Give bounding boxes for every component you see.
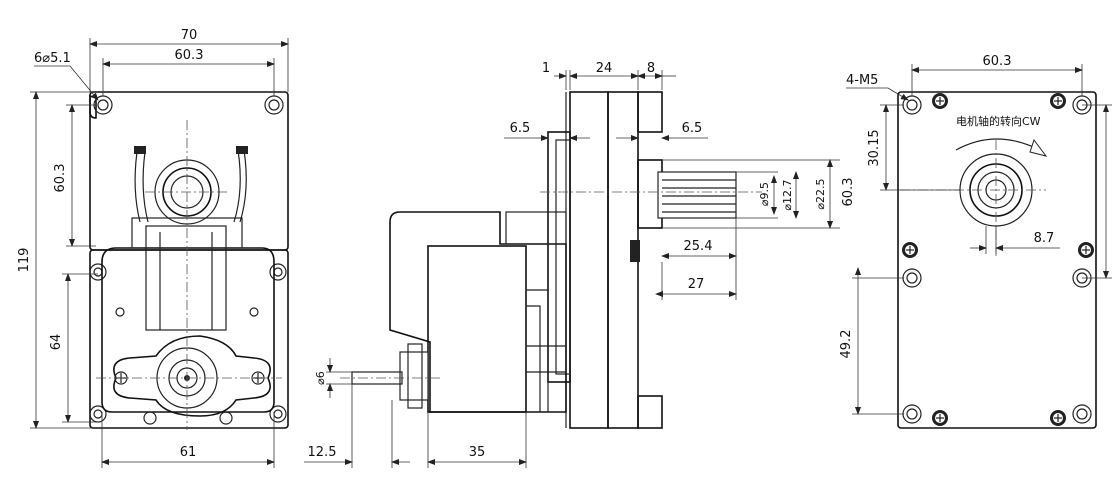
dim-front-lower: 64	[49, 334, 64, 351]
side-motor-stator	[427, 245, 527, 413]
dim-front-width: 70	[181, 28, 198, 43]
dim-rear-vertical: 60.3	[841, 178, 856, 207]
side-motor-bearing	[399, 351, 429, 401]
rotation-note: 电机轴的转向CW	[956, 114, 1041, 128]
front-corner-holes	[89, 95, 287, 423]
side-output-shaft	[657, 171, 737, 219]
front-coil-body	[145, 225, 227, 331]
dim-side-left-offset: 6.5	[510, 121, 531, 136]
dim-front-upper: 60.3	[53, 164, 68, 193]
side-view: 1 24 8 6.5 6.5 ⌀9.5 ⌀12.7 ⌀22.5 25.4 27	[304, 61, 840, 468]
dim-rear-top: 60.3	[983, 54, 1012, 69]
dim-front-height: 119	[17, 248, 32, 273]
side-motor-shaft	[351, 371, 403, 385]
dim-front-bottom: 61	[180, 445, 197, 460]
dim-shaft-d9-5: ⌀9.5	[758, 182, 771, 206]
front-motor-frame	[101, 247, 275, 413]
dim-side-right-offset: 6.5	[682, 121, 703, 136]
rear-screws	[902, 93, 1094, 426]
dim-shaft-length-27: 27	[688, 277, 705, 292]
front-lead-wire-left	[134, 151, 141, 223]
dim-shaft-d12-7: ⌀12.7	[781, 179, 794, 210]
dim-side-flange: 1	[542, 61, 550, 76]
side-boss-top	[637, 91, 663, 133]
rear-view: 电机轴的转向CW 4-M5 60.3 30.15 60.3 8.7 49.2	[839, 54, 1112, 429]
front-lead-wire-right	[233, 149, 241, 223]
label-rear-thread-holes: 4-M5	[846, 73, 878, 88]
dim-side-body: 24	[596, 61, 613, 76]
dim-shaft-length-25-4: 25.4	[684, 239, 713, 254]
dim-motor-shaft-length: 12.5	[308, 445, 337, 460]
side-boss-bottom	[637, 395, 663, 429]
front-lower-plate	[89, 249, 289, 429]
side-gearbox-body	[569, 91, 609, 429]
rotation-arrow	[955, 138, 1041, 151]
dim-front-hole-spacing: 60.3	[175, 48, 204, 63]
front-plate-outline	[89, 94, 97, 119]
dim-motor-depth: 35	[469, 445, 486, 460]
front-view: 70 60.3 6⌀5.1 119 60.3 64 61	[17, 28, 289, 468]
dim-rear-offset: 30.15	[867, 129, 882, 166]
dim-boss-d22-5: ⌀22.5	[814, 178, 827, 209]
rear-holes	[902, 95, 1092, 424]
label-front-holes: 6⌀5.1	[34, 51, 71, 66]
rear-plate-outline	[897, 91, 1097, 429]
dim-rear-lower: 49.2	[839, 330, 854, 359]
dim-side-boss: 8	[647, 61, 655, 76]
dim-rear-shaft-offset: 8.7	[1034, 231, 1055, 246]
dim-motor-shaft-d6: ⌀6	[314, 371, 327, 385]
